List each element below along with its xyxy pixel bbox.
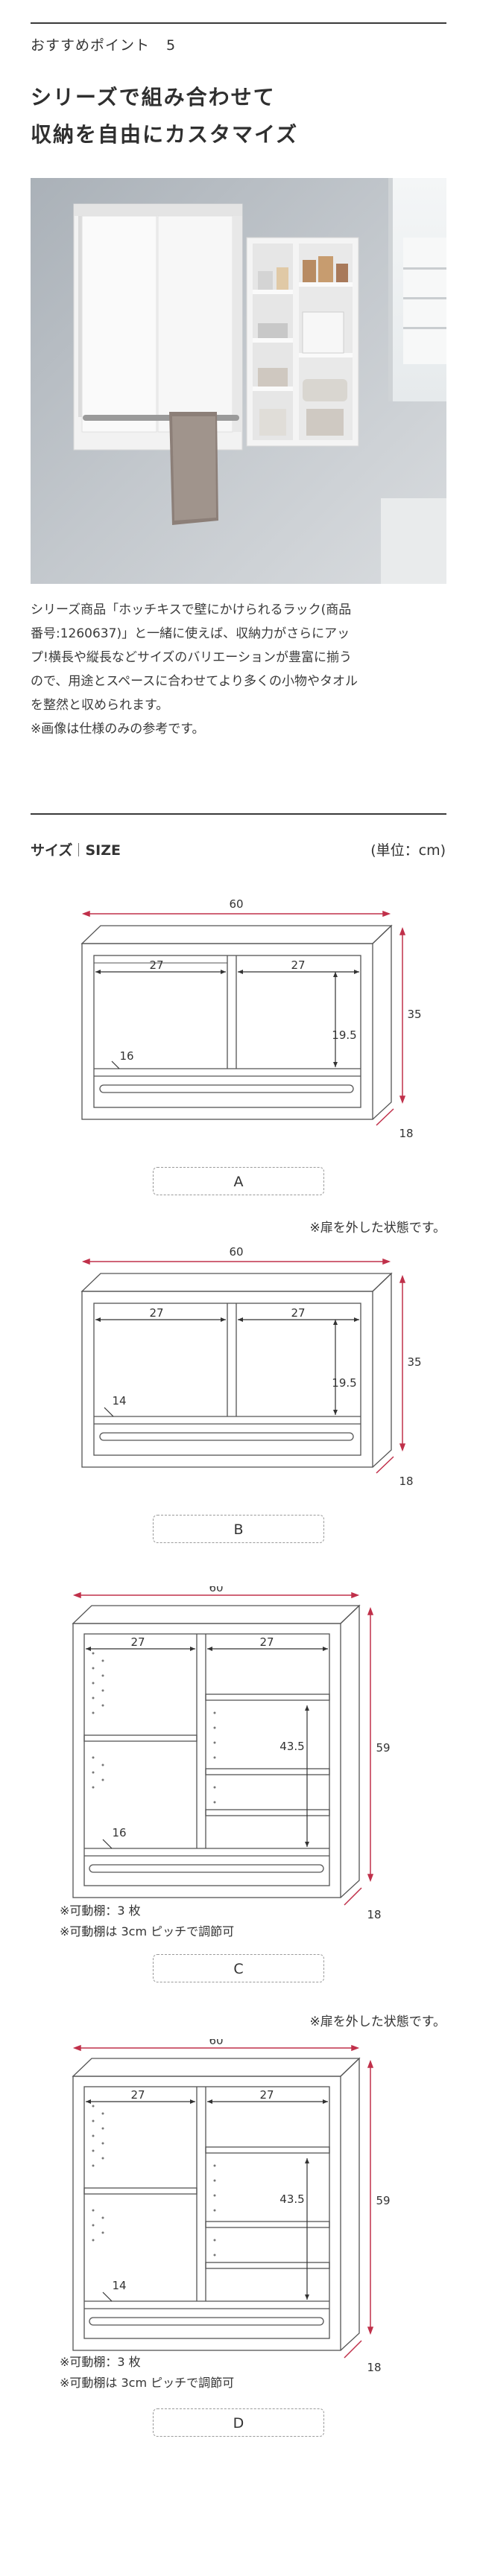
dim-compartment-left: 27 (130, 1635, 145, 1649)
dim-height: 35 (407, 1355, 421, 1369)
dim-compartment-left: 27 (149, 958, 163, 972)
dim-bottom: 16 (119, 1049, 133, 1063)
diagram-c-caption: C (153, 1954, 324, 1982)
headline: シリーズで組み合わせて 収納を自由にカスタマイズ (31, 79, 298, 153)
dim-inner-height: 19.5 (332, 1028, 356, 1042)
size-divider (31, 813, 446, 815)
image-note: ※画像は仕様のみの参考です。 (31, 722, 205, 737)
top-divider (31, 22, 446, 24)
dim-bottom: 16 (112, 1826, 126, 1839)
dim-compartment-right: 27 (291, 1306, 305, 1320)
dim-bottom: 14 (112, 1394, 126, 1408)
dim-width: 60 (209, 1586, 223, 1594)
description: シリーズ商品「ホッチキスで壁にかけられるラック(商品 番号:1260637)」と… (31, 598, 448, 741)
diagram-a: 60 27 27 19.5 16 35 18 A (0, 897, 477, 1203)
diagram-b-drawing: 60 27 27 19.5 14 35 18 (80, 1245, 422, 1488)
dim-height: 59 (376, 2194, 390, 2207)
diagram-a-caption: A (153, 1167, 324, 1195)
size-title-separator (78, 843, 80, 856)
dim-height: 59 (376, 1741, 390, 1755)
diagram-a-drawing: 60 27 27 19.5 16 35 18 (80, 897, 422, 1140)
shelf-notes: ※可動棚：3 枚 ※可動棚は 3cm ピッチで調節可 (60, 1901, 234, 1942)
dim-height: 35 (407, 1008, 421, 1021)
diagram-c: 60 27 27 43.5 16 59 18 ※可動棚：3 枚 ※可動棚は 3c… (0, 1581, 477, 1996)
point-label-text: おすすめポイント (31, 37, 151, 54)
description-line: プ!横長や縦長などサイズのバリエーションが豊富に揃う (31, 650, 352, 665)
shelf-count-note: ※可動棚：3 枚 (60, 1904, 141, 1918)
product-photo (31, 178, 446, 584)
shelf-count-note: ※可動棚：3 枚 (60, 2355, 141, 2369)
dim-depth: 18 (367, 2361, 381, 2374)
unit-label: (単位：cm) (370, 842, 446, 859)
dim-depth: 18 (399, 1475, 413, 1488)
diagram-d-caption: D (153, 2408, 324, 2437)
description-line: を整然と収められます。 (31, 698, 169, 713)
size-title: サイズ SIZE (31, 839, 121, 859)
shelf-notes: ※可動棚：3 枚 ※可動棚は 3cm ピッチで調節可 (60, 2352, 234, 2394)
diagram-b: 60 27 27 19.5 14 35 18 B (0, 1245, 477, 1551)
dim-width: 60 (229, 1245, 243, 1259)
door-removed-note: ※扉を外した状態です。 (309, 2014, 446, 2029)
point-number: 5 (166, 37, 177, 54)
diagram-c-drawing: 60 27 27 43.5 16 59 18 (72, 1581, 391, 1921)
dim-compartment-right: 27 (259, 1635, 274, 1649)
dim-width: 60 (209, 2039, 223, 2047)
dim-compartment-right: 27 (291, 958, 305, 972)
description-line: ので、用途とスペースに合わせてより多くの小物やタオル (31, 674, 358, 689)
door-removed-note: ※扉を外した状態です。 (309, 1221, 446, 1235)
dim-width: 60 (229, 897, 243, 911)
headline-line-1: シリーズで組み合わせて (31, 85, 276, 109)
dim-compartment-left: 27 (130, 2088, 145, 2102)
dim-inner-height: 19.5 (332, 1376, 356, 1390)
size-title-ja: サイズ (31, 842, 73, 859)
diagram-d: 60 27 27 43.5 14 59 18 ※可動棚：3 枚 ※可動棚は 3c… (0, 2034, 477, 2456)
shelf-pitch-note: ※可動棚は 3cm ピッチで調節可 (60, 2376, 235, 2390)
description-line: シリーズ商品「ホッチキスで壁にかけられるラック(商品 (31, 602, 352, 617)
dim-compartment-right: 27 (259, 2088, 274, 2102)
dim-bottom: 14 (112, 2279, 126, 2292)
product-photo-illustration (31, 178, 446, 584)
dim-depth: 18 (399, 1127, 413, 1140)
recommend-point-label: おすすめポイント 5 (31, 34, 176, 54)
headline-line-2: 収納を自由にカスタマイズ (31, 122, 299, 147)
description-line: 番号:1260637)」と一緒に使えば、収納力がさらにアッ (31, 626, 350, 641)
dim-depth: 18 (367, 1908, 381, 1921)
dim-compartment-left: 27 (149, 1306, 163, 1320)
dim-inner-height: 43.5 (279, 1740, 304, 1753)
diagram-d-drawing: 60 27 27 43.5 14 59 18 (72, 2034, 391, 2374)
dim-inner-height: 43.5 (279, 2192, 304, 2206)
shelf-pitch-note: ※可動棚は 3cm ピッチで調節可 (60, 1924, 235, 1939)
diagram-b-caption: B (153, 1515, 324, 1543)
size-title-en: SIZE (85, 842, 121, 859)
